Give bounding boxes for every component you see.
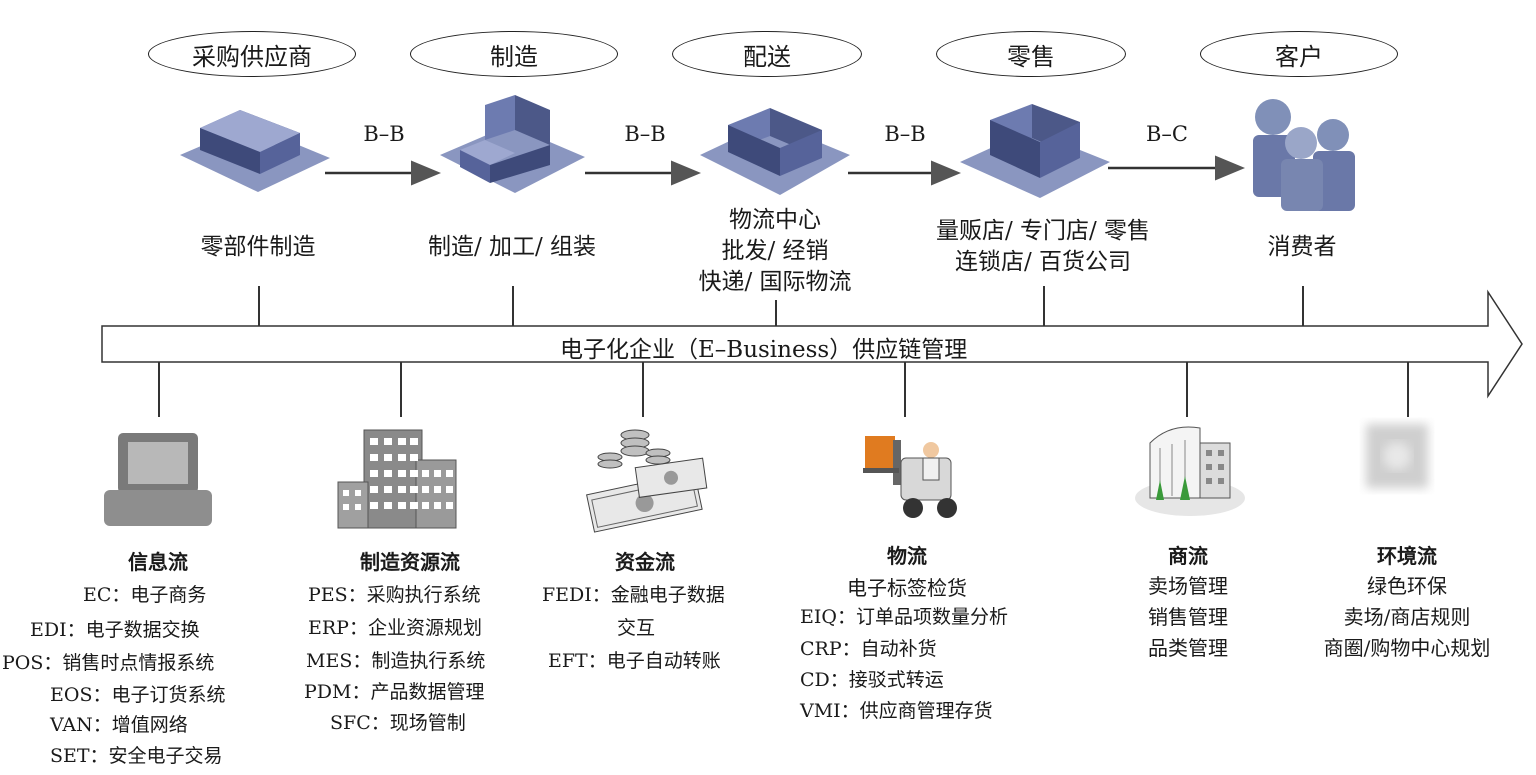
connector-up-3	[775, 300, 777, 326]
connector-up-2	[512, 286, 514, 326]
logistics-flow-item: CRP：自动补货	[800, 638, 937, 660]
consumers-icon	[1253, 99, 1355, 211]
connector-up-4	[1043, 286, 1045, 326]
commerce-flow-item: 品类管理	[1148, 636, 1228, 660]
manufacturing-flow-title: 制造资源流	[360, 550, 460, 574]
stage-desc-customer: 消费者	[1267, 234, 1337, 260]
logistics-flow-item: 电子标签检货	[847, 576, 967, 600]
connector-down-1	[158, 362, 160, 417]
logistics-flow-item: VMI：供应商管理存货	[800, 700, 993, 722]
capital-flow-item: EFT：电子自动转账	[548, 650, 721, 672]
connector-down-2	[400, 362, 402, 417]
logistics-flow-title: 物流	[887, 544, 927, 568]
info-flow-item: EC：电子商务	[83, 584, 207, 606]
info-flow-item: SET：安全电子交易	[50, 745, 223, 767]
manufacturing-plant-icon	[440, 95, 585, 193]
stage-desc-retail: 量贩店/ 专门店/ 零售 连锁店/ 百货公司	[935, 218, 1151, 275]
stage-oval-retail: 零售	[936, 31, 1126, 77]
logistics-flow-item: EIQ：订单品项数量分析	[800, 606, 1008, 628]
manufacturing-flow-item: MES：制造执行系统	[306, 650, 486, 672]
stage-desc-distribution: 物流中心 批发/ 经销 快递/ 国际物流	[698, 207, 852, 295]
transition-label-4: B–C	[1146, 122, 1188, 146]
buildings-icon	[337, 429, 457, 529]
stage-desc-manufacturing: 制造/ 加工/ 组装	[427, 234, 597, 260]
stage-oval-supplier: 采购供应商	[148, 31, 356, 77]
commerce-flow-title: 商流	[1168, 544, 1208, 568]
info-flow-item: EDI：电子数据交换	[30, 619, 200, 641]
transition-label-3: B–B	[884, 122, 926, 146]
stage-oval-distribution: 配送	[672, 31, 862, 77]
transition-label-1: B–B	[363, 122, 405, 146]
banner-title: 电子化企业（E–Business）供应链管理	[560, 337, 968, 363]
connector-down-6	[1407, 362, 1409, 417]
connector-down-5	[1186, 362, 1188, 417]
stage-oval-manufacturing: 制造	[410, 31, 618, 77]
environment-flow-title: 环境流	[1377, 544, 1437, 568]
stage-arrows	[325, 155, 1245, 186]
stage-oval-customer: 客户	[1200, 31, 1398, 77]
connector-up-5	[1302, 286, 1304, 326]
manufacturing-flow-item: PES：采购执行系统	[308, 584, 481, 606]
capital-flow-item: FEDI：金融电子数据	[542, 584, 725, 606]
department-store-icon	[1135, 426, 1245, 516]
environment-flow-item: 商圈/购物中心规划	[1323, 636, 1491, 660]
logistics-flow-item: CD：接驳式转运	[800, 669, 944, 691]
capital-flow-item: 交互	[617, 617, 656, 639]
forklift-icon	[863, 436, 957, 518]
transition-label-2: B–B	[624, 122, 666, 146]
environment-icon	[1366, 424, 1428, 488]
banner-arrow	[101, 289, 1523, 399]
manufacturing-flow-item: PDM：产品数据管理	[304, 681, 485, 703]
manufacturing-flow-item: ERP：企业资源规划	[308, 617, 482, 639]
environment-flow-item: 卖场/商店规则	[1343, 605, 1471, 629]
info-flow-item: POS：销售时点情报系统	[2, 652, 215, 674]
manufacturing-flow-item: SFC：现场管制	[330, 712, 466, 734]
commerce-flow-item: 卖场管理	[1148, 574, 1228, 598]
info-flow-item: EOS：电子订货系统	[50, 684, 226, 706]
connector-up-1	[258, 286, 260, 326]
factory-icon	[180, 110, 330, 192]
distribution-center-icon	[700, 108, 850, 195]
connector-down-4	[904, 362, 906, 417]
retail-store-icon	[960, 104, 1110, 198]
info-flow-item: VAN：增值网络	[50, 714, 188, 736]
computer-icon	[104, 433, 212, 526]
capital-flow-title: 资金流	[615, 550, 675, 574]
info-flow-title: 信息流	[128, 550, 188, 574]
stage-desc-supplier: 零部件制造	[200, 234, 316, 260]
connector-down-3	[642, 362, 644, 417]
environment-flow-item: 绿色环保	[1367, 574, 1447, 598]
money-icon	[586, 429, 708, 533]
commerce-flow-item: 销售管理	[1148, 605, 1228, 629]
